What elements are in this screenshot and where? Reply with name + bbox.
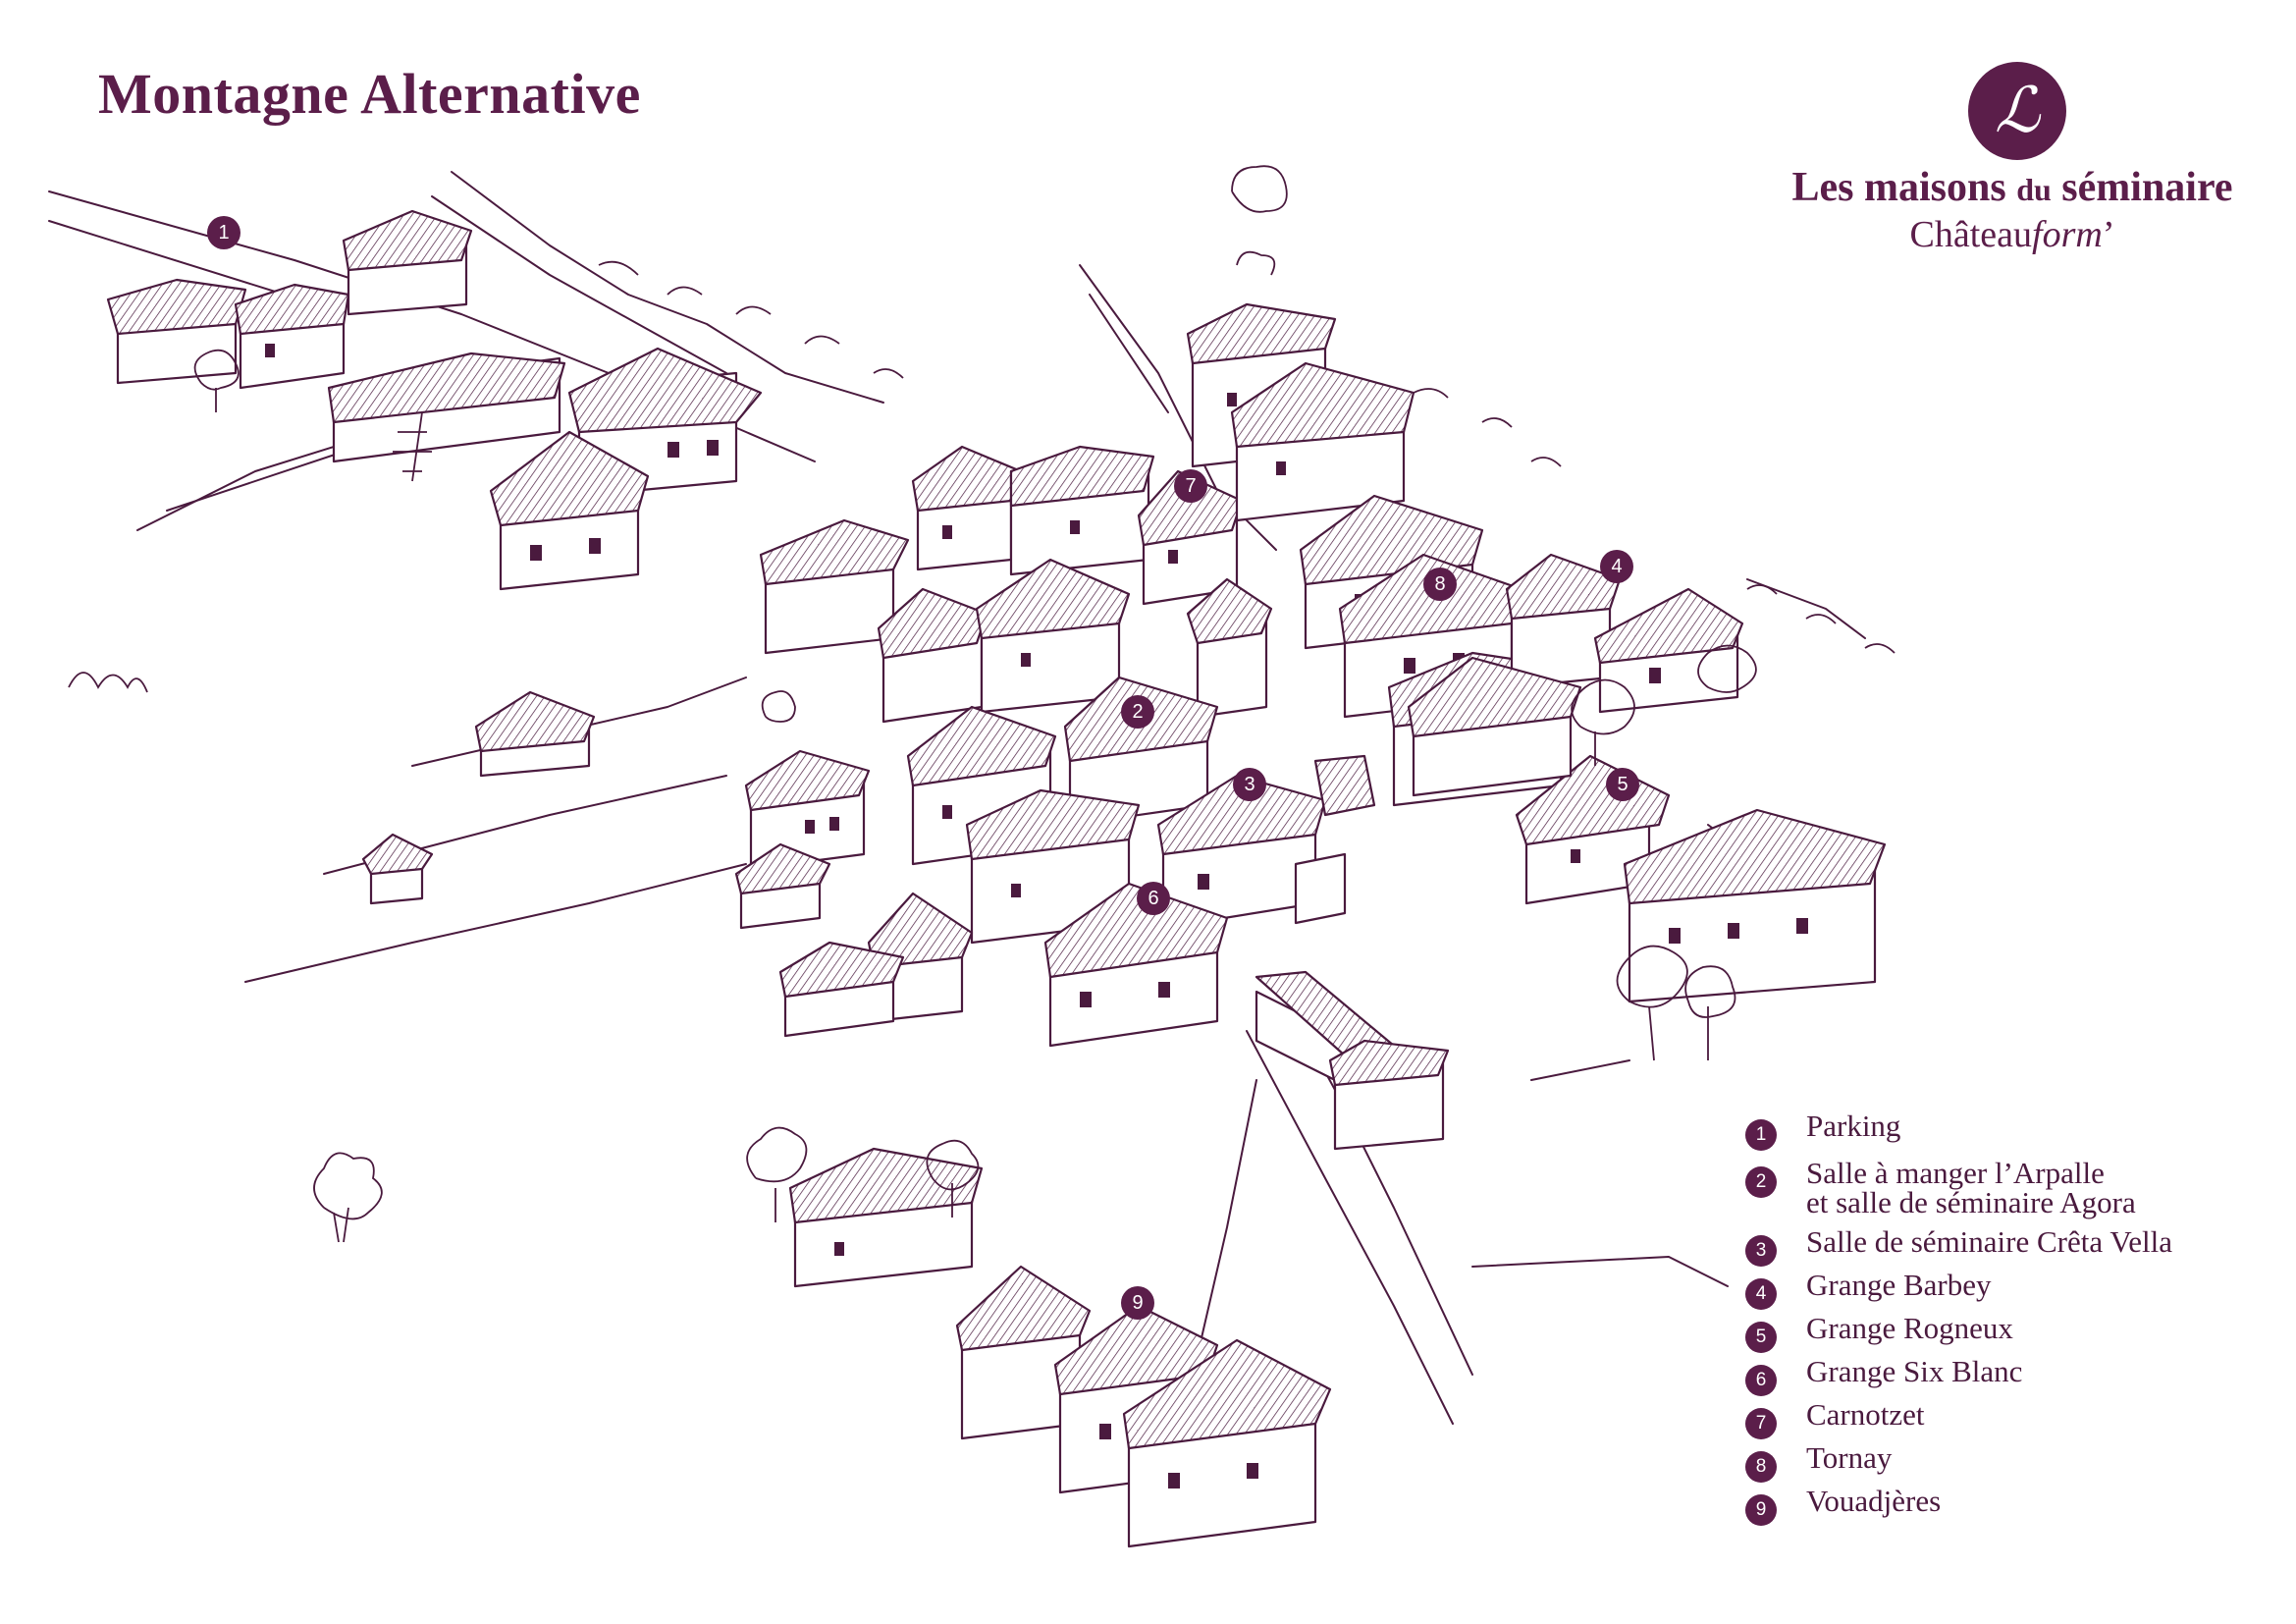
house <box>1407 656 1582 797</box>
house <box>1186 577 1273 719</box>
house <box>361 833 434 905</box>
legend-number-badge: 3 <box>1745 1235 1777 1267</box>
tree-icon <box>746 1126 808 1222</box>
map-title: Montagne Alternative <box>98 62 641 126</box>
house <box>1009 445 1155 576</box>
tree-icon <box>193 349 240 412</box>
house <box>788 1147 984 1288</box>
tree-icon <box>1616 945 1688 1061</box>
road-line <box>48 220 286 296</box>
house <box>744 749 871 871</box>
tree-icon <box>1413 388 1562 467</box>
house <box>474 690 596 778</box>
road-line <box>1089 294 1169 413</box>
house <box>759 518 910 655</box>
map-marker-6[interactable]: 6 <box>1137 882 1170 915</box>
road-line <box>1746 578 1866 639</box>
house <box>489 430 650 591</box>
tree-icon <box>1746 584 1896 654</box>
road-line <box>1079 264 1277 551</box>
map-marker-7[interactable]: 7 <box>1174 469 1207 503</box>
house <box>965 788 1141 945</box>
tree-icon <box>313 1152 383 1243</box>
road-line <box>1246 1030 1454 1425</box>
tree-icon <box>1231 165 1288 276</box>
legend-label: Grange Rogneux <box>1806 1311 2013 1345</box>
tree-icon <box>1571 678 1635 766</box>
legend-number-badge: 1 <box>1745 1119 1777 1151</box>
legend-label: Grange Six Blanc <box>1806 1354 2023 1388</box>
legend-number-badge: 2 <box>1745 1166 1777 1198</box>
legend-number-badge: 5 <box>1745 1322 1777 1353</box>
legend-number-badge: 6 <box>1745 1365 1777 1396</box>
map-marker-1[interactable]: 1 <box>207 216 240 249</box>
brand-subtitle-italic: form <box>2032 214 2103 255</box>
house <box>1156 774 1327 930</box>
legend-number-badge: 9 <box>1745 1494 1777 1526</box>
road-line <box>244 863 747 983</box>
road-line <box>1530 1059 1630 1081</box>
legend-number-badge: 8 <box>1745 1451 1777 1483</box>
house <box>106 278 247 385</box>
map-marker-5[interactable]: 5 <box>1606 768 1639 801</box>
house <box>1328 1039 1450 1151</box>
house <box>1623 808 1887 1003</box>
house <box>342 209 473 316</box>
tree-icon <box>1684 965 1736 1060</box>
brand-logo-icon: ℒ <box>1968 62 2066 160</box>
house <box>1593 587 1744 714</box>
house <box>877 587 988 724</box>
brand-name: Les maisons du séminaire <box>1767 164 2258 211</box>
map-marker-4[interactable]: 4 <box>1600 550 1633 583</box>
legend-label: Grange Barbey <box>1806 1268 1992 1302</box>
legend-number-badge: 7 <box>1745 1408 1777 1439</box>
legend-label: Vouadjères <box>1806 1484 1942 1518</box>
tree-icon <box>1697 644 1757 693</box>
house <box>1122 1338 1332 1548</box>
houses <box>106 209 1887 1548</box>
house <box>734 842 831 930</box>
brand-name-part-b: séminaire <box>2051 165 2233 210</box>
tree-icon <box>761 690 796 723</box>
road-line <box>431 195 727 374</box>
map-marker-2[interactable]: 2 <box>1121 695 1154 729</box>
house <box>327 352 566 463</box>
trees <box>68 165 1896 1243</box>
road-line <box>451 171 884 404</box>
house <box>1505 553 1622 689</box>
road-line <box>1471 1256 1729 1287</box>
house <box>1294 754 1376 925</box>
tree-icon <box>598 260 904 379</box>
legend-label: Parking <box>1806 1109 1901 1143</box>
house <box>911 445 1023 571</box>
legend-number-badge: 4 <box>1745 1278 1777 1310</box>
tree-icon <box>68 672 148 693</box>
tree-icon <box>926 1139 980 1218</box>
brand-subtitle-part-a: Château <box>1909 214 2033 255</box>
house <box>975 558 1131 714</box>
brand-name-part-small: du <box>2016 172 2052 207</box>
house <box>234 283 350 390</box>
house <box>1063 676 1219 827</box>
brand-subtitle-part-b: ’ <box>2102 214 2115 255</box>
map-marker-8[interactable]: 8 <box>1423 568 1457 601</box>
road-line <box>48 190 816 462</box>
house <box>1043 882 1229 1048</box>
legend-label: Tornay <box>1806 1440 1893 1475</box>
house <box>778 941 905 1038</box>
house <box>1230 361 1415 522</box>
brand-block: ℒ Les maisons du séminaire Châteauform’ <box>1767 54 2258 270</box>
tree-icon <box>393 411 432 482</box>
brand-name-part-a: Les maisons <box>1791 165 2017 210</box>
legend-label: Salle de séminaire Crêta Vella <box>1806 1224 2173 1259</box>
brand-subtitle: Châteauform’ <box>1767 213 2258 256</box>
map-marker-3[interactable]: 3 <box>1233 768 1266 801</box>
house <box>955 1265 1092 1440</box>
legend-label: Salle à manger l’Arpalle et salle de sém… <box>1806 1156 2136 1219</box>
house <box>906 705 1057 866</box>
map-marker-9[interactable]: 9 <box>1121 1286 1154 1320</box>
legend-label: Carnotzet <box>1806 1397 1925 1432</box>
